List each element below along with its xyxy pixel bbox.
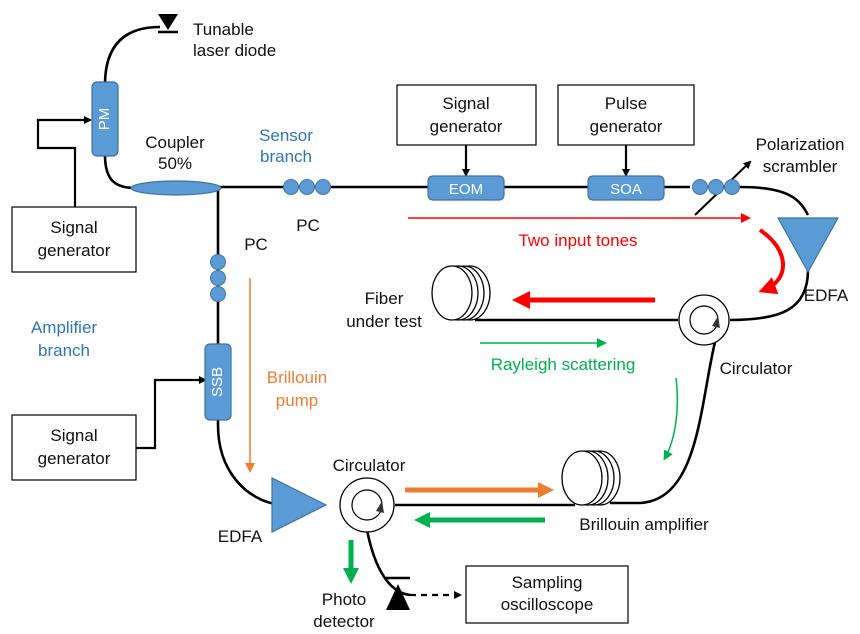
circulator-label-sensor: Circulator	[720, 359, 793, 378]
fut-label-1: Fiber	[365, 289, 404, 308]
edfa-label-sensor: EDFA	[804, 286, 849, 305]
soa	[587, 175, 665, 201]
scrambler-label-2: scrambler	[763, 157, 838, 176]
scrambler-label-1: Polarization	[756, 135, 845, 154]
oscilloscope-label-1: Sampling	[512, 573, 583, 592]
signal-generator-3-line2: generator	[38, 449, 111, 468]
fiber-circulator-to-detector	[365, 529, 411, 597]
laser-label-2: laser diode	[193, 41, 276, 60]
polarization-controller-amplifier	[210, 254, 226, 302]
eom-label: EOM	[449, 181, 483, 198]
pc-label-amplifier: PC	[244, 235, 268, 254]
rayleigh-curved-arrow	[663, 377, 679, 461]
signal-generator-1	[11, 206, 137, 273]
sensor-branch-label-2: branch	[260, 147, 312, 166]
brillouin-pump-label-2: pump	[276, 391, 319, 410]
signal-generator-2-line1: Signal	[442, 94, 489, 113]
photo-detector-icon	[386, 576, 410, 610]
laser-diode-icon	[158, 14, 178, 34]
coupler-label-1: Coupler	[145, 133, 205, 152]
brillouin-pump-label-1: Brillouin	[267, 368, 327, 387]
ssb-label: SSB	[209, 367, 226, 397]
two-tones-label: Two input tones	[518, 231, 637, 250]
pm-label: PM	[96, 108, 113, 131]
circulator-sensor	[678, 294, 730, 346]
wire-signal-gen-to-ssb	[136, 376, 207, 450]
sampling-oscilloscope	[465, 565, 629, 624]
signal-generator-2-line2: generator	[430, 117, 503, 136]
amplifier-branch-label-2: branch	[38, 341, 90, 360]
soa-label: SOA	[610, 181, 642, 198]
polarization-controller-sensor	[283, 179, 331, 195]
brillouin-amplifier-spool	[561, 450, 621, 506]
detector-label-2: detector	[313, 612, 375, 631]
pulse-generator-line1: Pulse	[605, 94, 648, 113]
oscilloscope-label-2: oscilloscope	[501, 595, 594, 614]
coupler-label-2: 50%	[158, 154, 192, 173]
fiber-under-test-spool	[431, 265, 491, 321]
signal-generator-3-line1: Signal	[50, 426, 97, 445]
signal-generator-1-line2: generator	[38, 241, 111, 260]
rayleigh-label: Rayleigh scattering	[491, 355, 636, 374]
fiber-ssb-to-edfa	[216, 424, 281, 507]
circulator-label-amplifier: Circulator	[333, 456, 406, 475]
laser-label-1: Tunable	[193, 20, 254, 39]
detector-label-1: Photo	[322, 590, 366, 609]
signal-generator-3	[11, 414, 137, 481]
brillouin-amplifier-label: Brillouin amplifier	[579, 515, 709, 534]
coupler	[130, 180, 222, 196]
fiber-scrambler-to-edfa	[739, 185, 810, 216]
signal-generator-2	[396, 84, 537, 146]
fiber-circulator-to-brillouin-amp	[610, 337, 718, 505]
amplifier-branch-label-1: Amplifier	[31, 318, 97, 337]
pc-label-sensor: PC	[296, 216, 320, 235]
edfa-label-amplifier: EDFA	[218, 527, 263, 546]
signal-generator-1-line1: Signal	[50, 218, 97, 237]
fiber-pm-to-coupler	[103, 154, 136, 190]
ssb-modulator	[204, 343, 232, 421]
fiber-laser-to-pm	[103, 25, 161, 86]
polarization-scrambler	[692, 179, 740, 195]
pulse-generator-line2: generator	[590, 117, 663, 136]
eom	[427, 175, 505, 201]
circulator-amplifier	[339, 477, 395, 533]
edfa-sensor	[776, 217, 840, 274]
fiber-edfa-to-circulator	[729, 269, 810, 322]
edfa-amplifier	[271, 477, 328, 533]
pulse-generator	[557, 84, 695, 146]
two-tones-curved-arrow	[758, 228, 785, 295]
sensor-branch-label-1: Sensor	[259, 126, 313, 145]
wire-signal-gen-to-pm	[36, 116, 92, 207]
fut-label-2: under test	[346, 312, 422, 331]
phase-modulator	[91, 81, 119, 157]
